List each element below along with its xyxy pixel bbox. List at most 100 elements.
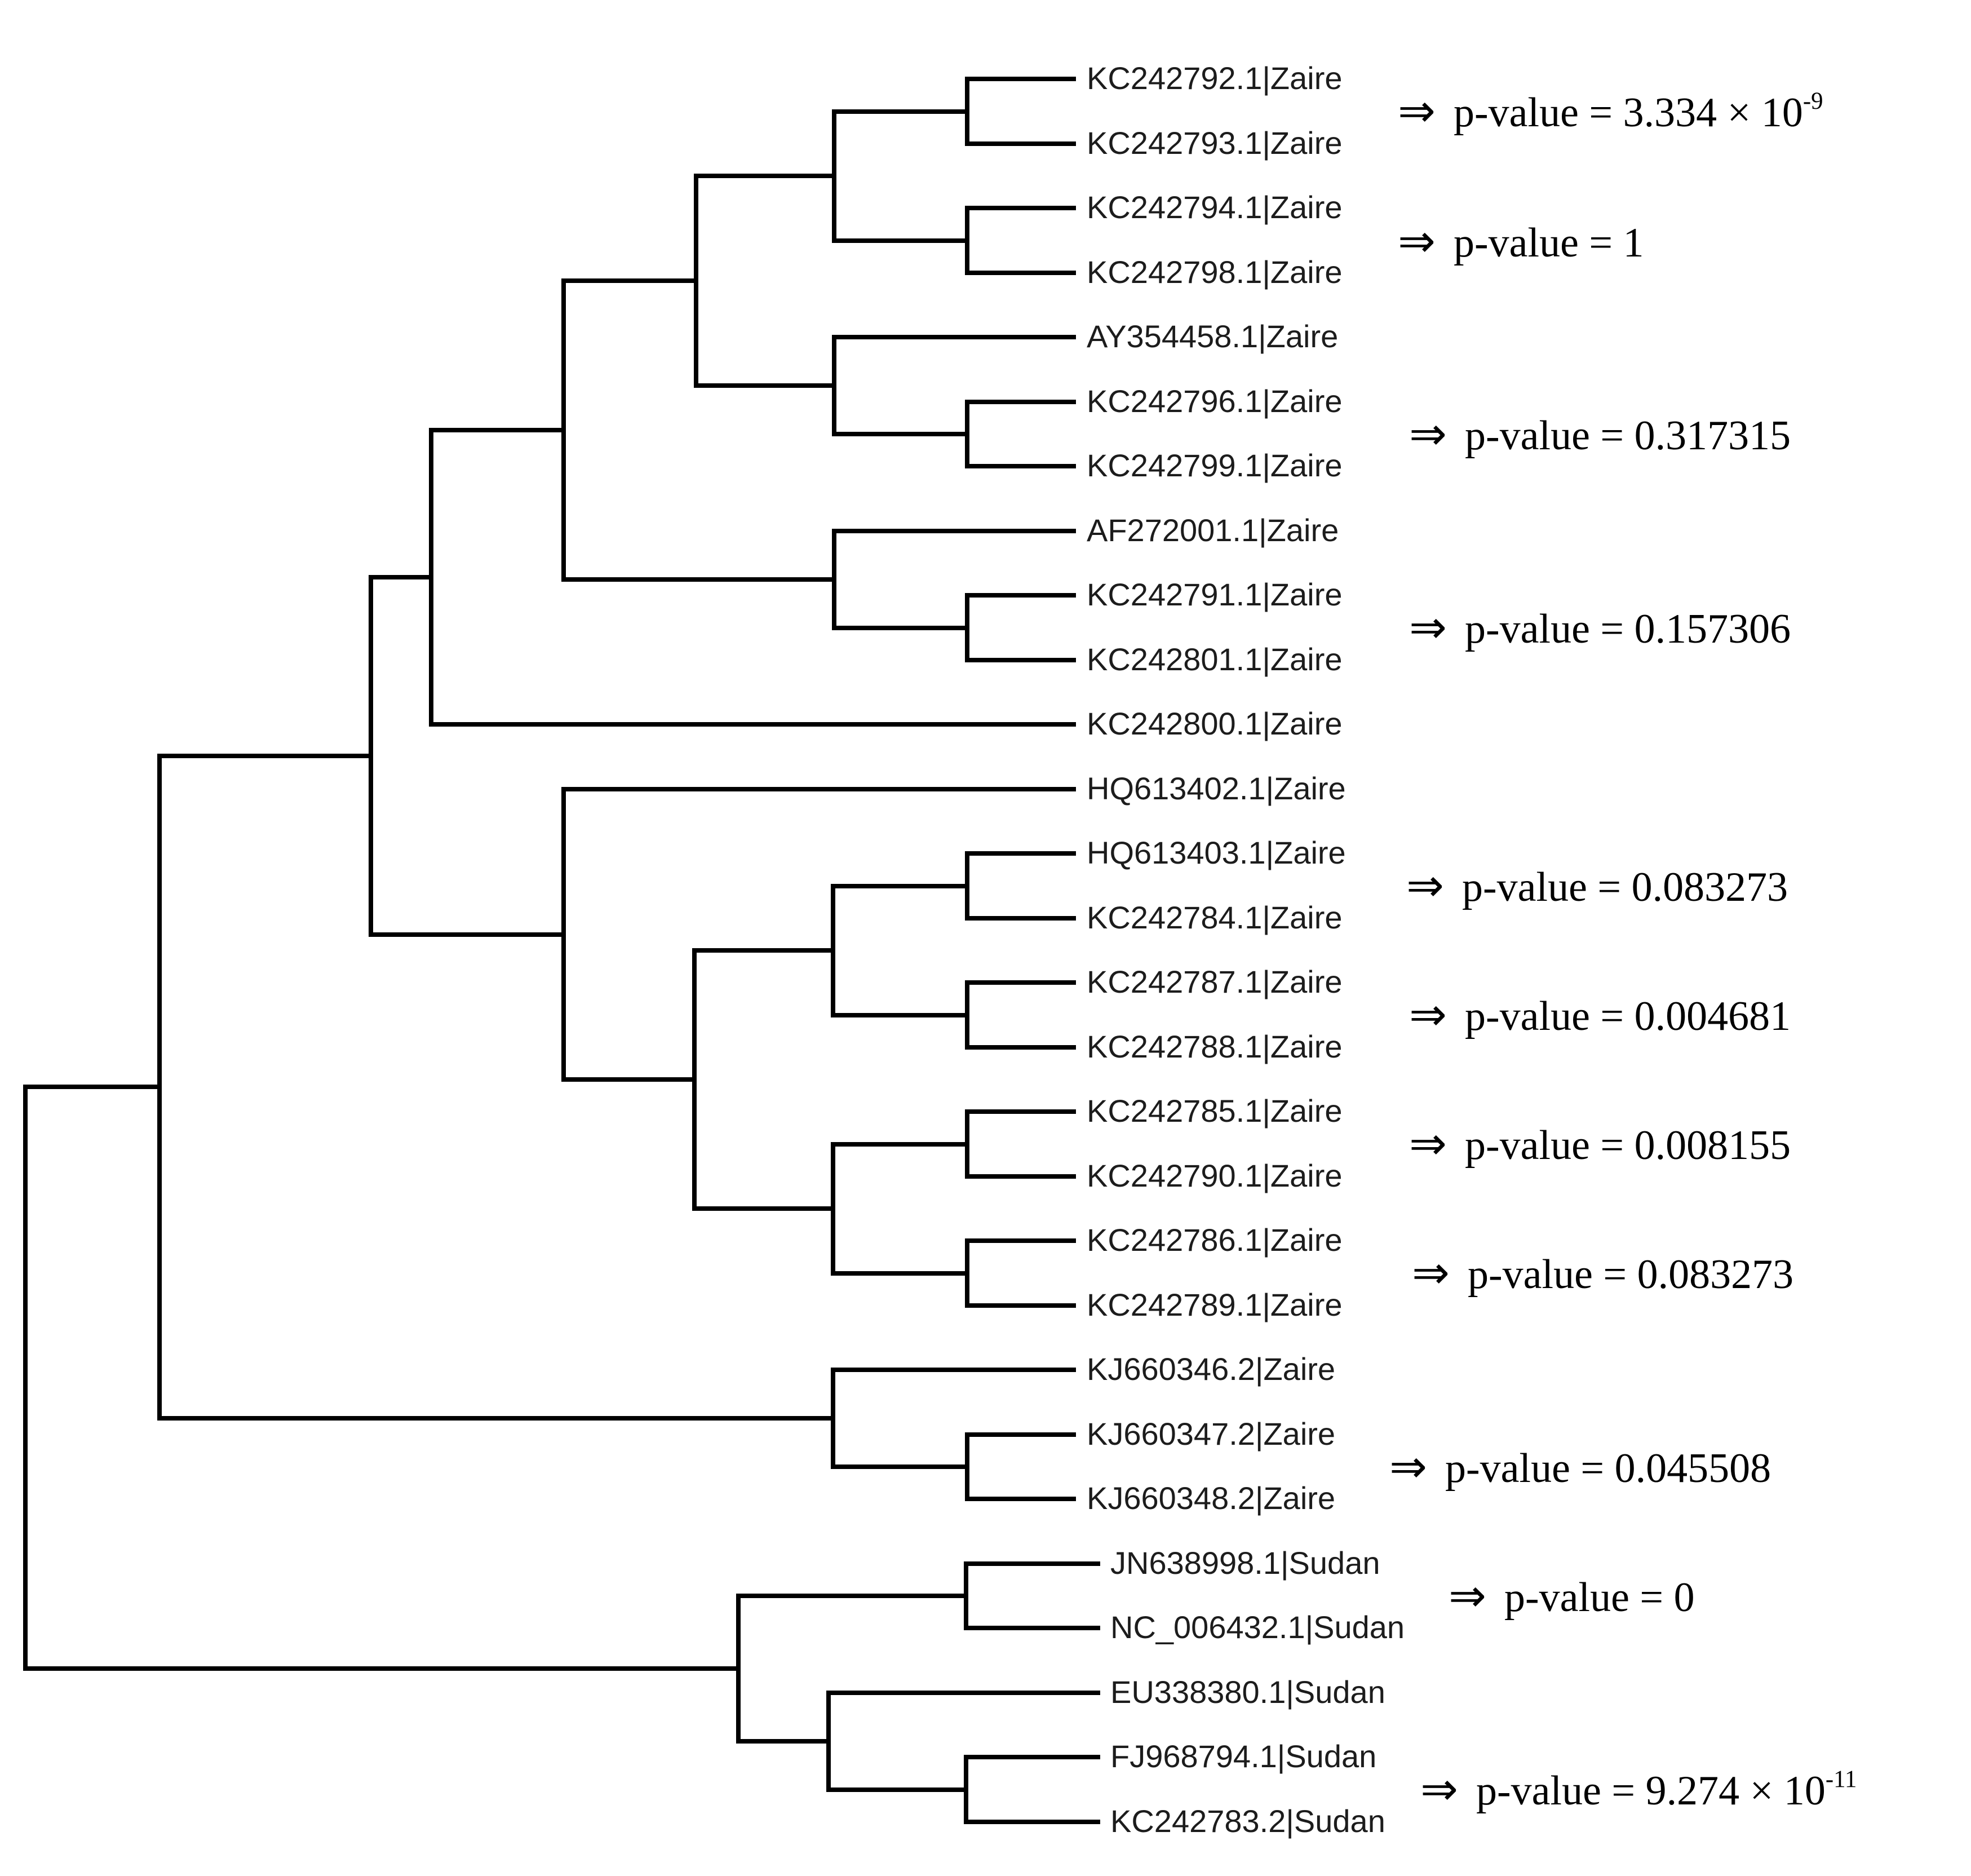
branch-line-horizontal [965,593,1076,598]
branch-line-horizontal [736,1594,968,1598]
branch-line-horizontal [832,335,1076,339]
branch-line-horizontal [965,1432,1076,1437]
branch-line-horizontal [831,883,969,888]
branch-line-horizontal [157,753,373,758]
branch-line-horizontal [964,1820,1100,1824]
double-arrow-icon: ⇒ [1449,1572,1505,1621]
branch-line-horizontal [965,141,1076,146]
branch-line-horizontal [965,658,1076,662]
branch-line-horizontal [831,1141,969,1147]
double-arrow-icon: ⇒ [1389,1443,1446,1492]
branch-line-horizontal [965,77,1076,81]
taxon-label: AF272001.1|Zaire [1087,512,1339,548]
taxon-label: EU338380.1|Sudan [1110,1674,1385,1710]
taxon-label: KC242783.2|Sudan [1110,1803,1385,1839]
double-arrow-icon: ⇒ [1398,87,1454,136]
branch-line-horizontal [965,1174,1076,1179]
branch-line-horizontal [832,432,969,436]
branch-line-horizontal [692,1206,835,1211]
branch-line-horizontal [429,427,566,432]
taxon-label: KC242798.1|Zaire [1087,254,1343,290]
double-arrow-icon: ⇒ [1409,603,1465,653]
branch-line-horizontal [831,1271,969,1276]
taxon-label: KC242796.1|Zaire [1087,383,1343,419]
double-arrow-icon: ⇒ [1409,990,1465,1040]
taxon-label: KC242791.1|Zaire [1087,577,1343,613]
double-arrow-icon: ⇒ [1406,861,1463,911]
branch-line-horizontal [965,206,1076,210]
branch-line-horizontal [429,722,1076,727]
taxon-label: KC242790.1|Zaire [1087,1158,1343,1194]
p-value-annotation: ⇒ p-value = 0.045508 [1389,1443,1771,1492]
p-value-annotation: ⇒ p-value = 0 [1449,1572,1695,1621]
branch-line-horizontal [965,980,1076,985]
branch-line-horizontal [369,574,433,579]
double-arrow-icon: ⇒ [1409,1120,1465,1169]
branch-line-horizontal [965,1497,1076,1501]
taxon-label: KC242788.1|Zaire [1087,1029,1343,1065]
p-value-annotation: ⇒ p-value = 3.334 × 10-9 [1398,87,1823,136]
p-value-annotation: ⇒ p-value = 0.083273 [1406,861,1788,911]
branch-line-horizontal [369,932,566,937]
branch-line-horizontal [561,1077,697,1082]
exponent: -11 [1825,1766,1857,1793]
branch-line-horizontal [561,278,698,283]
branch-line-horizontal [832,529,1076,533]
taxon-label: KJ660347.2|Zaire [1087,1416,1336,1452]
branch-line-horizontal [831,1464,969,1469]
taxon-label: HQ613402.1|Zaire [1087,771,1346,807]
branch-line-horizontal [694,383,836,388]
p-value-annotation: ⇒ p-value = 0.157306 [1409,603,1791,653]
taxon-label: KC242794.1|Zaire [1087,189,1343,225]
taxon-label: KC242800.1|Zaire [1087,706,1343,742]
p-value-annotation: ⇒ p-value = 0.083273 [1412,1249,1794,1298]
taxon-label: HQ613403.1|Zaire [1087,835,1346,871]
taxon-label: KC242787.1|Zaire [1087,964,1343,1000]
branch-line-horizontal [831,1012,969,1017]
branch-line-horizontal [561,577,836,582]
taxon-label: FJ968794.1|Sudan [1110,1738,1377,1775]
branch-line-horizontal [965,1303,1076,1308]
branch-line-horizontal [23,1085,162,1090]
p-value-annotation: ⇒ p-value = 0.004681 [1409,990,1791,1040]
taxon-label: AY354458.1|Zaire [1087,318,1339,355]
taxon-label: KC242786.1|Zaire [1087,1222,1343,1258]
branch-line-horizontal [826,1691,1100,1695]
branch-line-horizontal [964,1626,1100,1630]
taxon-label: KC242792.1|Zaire [1087,60,1343,96]
branch-line-horizontal [694,174,836,178]
branch-line-horizontal [23,1666,741,1671]
double-arrow-icon: ⇒ [1409,410,1465,459]
p-value-annotation: ⇒ p-value = 9.274 × 10-11 [1420,1765,1857,1815]
p-value-annotation: ⇒ p-value = 0.008155 [1409,1120,1791,1169]
taxon-label: KJ660346.2|Zaire [1087,1351,1336,1387]
taxon-label: KC242784.1|Zaire [1087,900,1343,936]
branch-line-horizontal [965,1109,1076,1114]
branch-line-horizontal [736,1738,831,1744]
branch-line-horizontal [832,625,969,630]
branch-line-horizontal [964,1755,1100,1759]
branch-line-horizontal [831,1368,1076,1372]
exponent: -9 [1802,88,1823,115]
branch-line-horizontal [157,1416,835,1421]
taxon-label: KC242793.1|Zaire [1087,125,1343,161]
branch-line-vertical [23,1085,28,1671]
p-value-annotation: ⇒ p-value = 1 [1398,217,1644,267]
taxon-label: NC_006432.1|Sudan [1110,1609,1405,1645]
taxon-label: KC242785.1|Zaire [1087,1093,1343,1129]
branch-line-horizontal [965,400,1076,404]
branch-line-horizontal [965,1238,1076,1243]
branch-line-horizontal [826,1787,968,1792]
taxon-label: KC242789.1|Zaire [1087,1287,1343,1323]
branch-line-horizontal [964,1561,1100,1566]
double-arrow-icon: ⇒ [1398,217,1454,267]
branch-line-horizontal [832,109,969,114]
p-value-annotation: ⇒ p-value = 0.317315 [1409,410,1791,459]
branch-line-horizontal [692,948,835,953]
branch-line-horizontal [965,464,1076,468]
branch-line-horizontal [832,238,969,243]
branch-line-horizontal [965,271,1076,275]
branch-line-horizontal [965,916,1076,921]
taxon-label: KJ660348.2|Zaire [1087,1480,1336,1516]
